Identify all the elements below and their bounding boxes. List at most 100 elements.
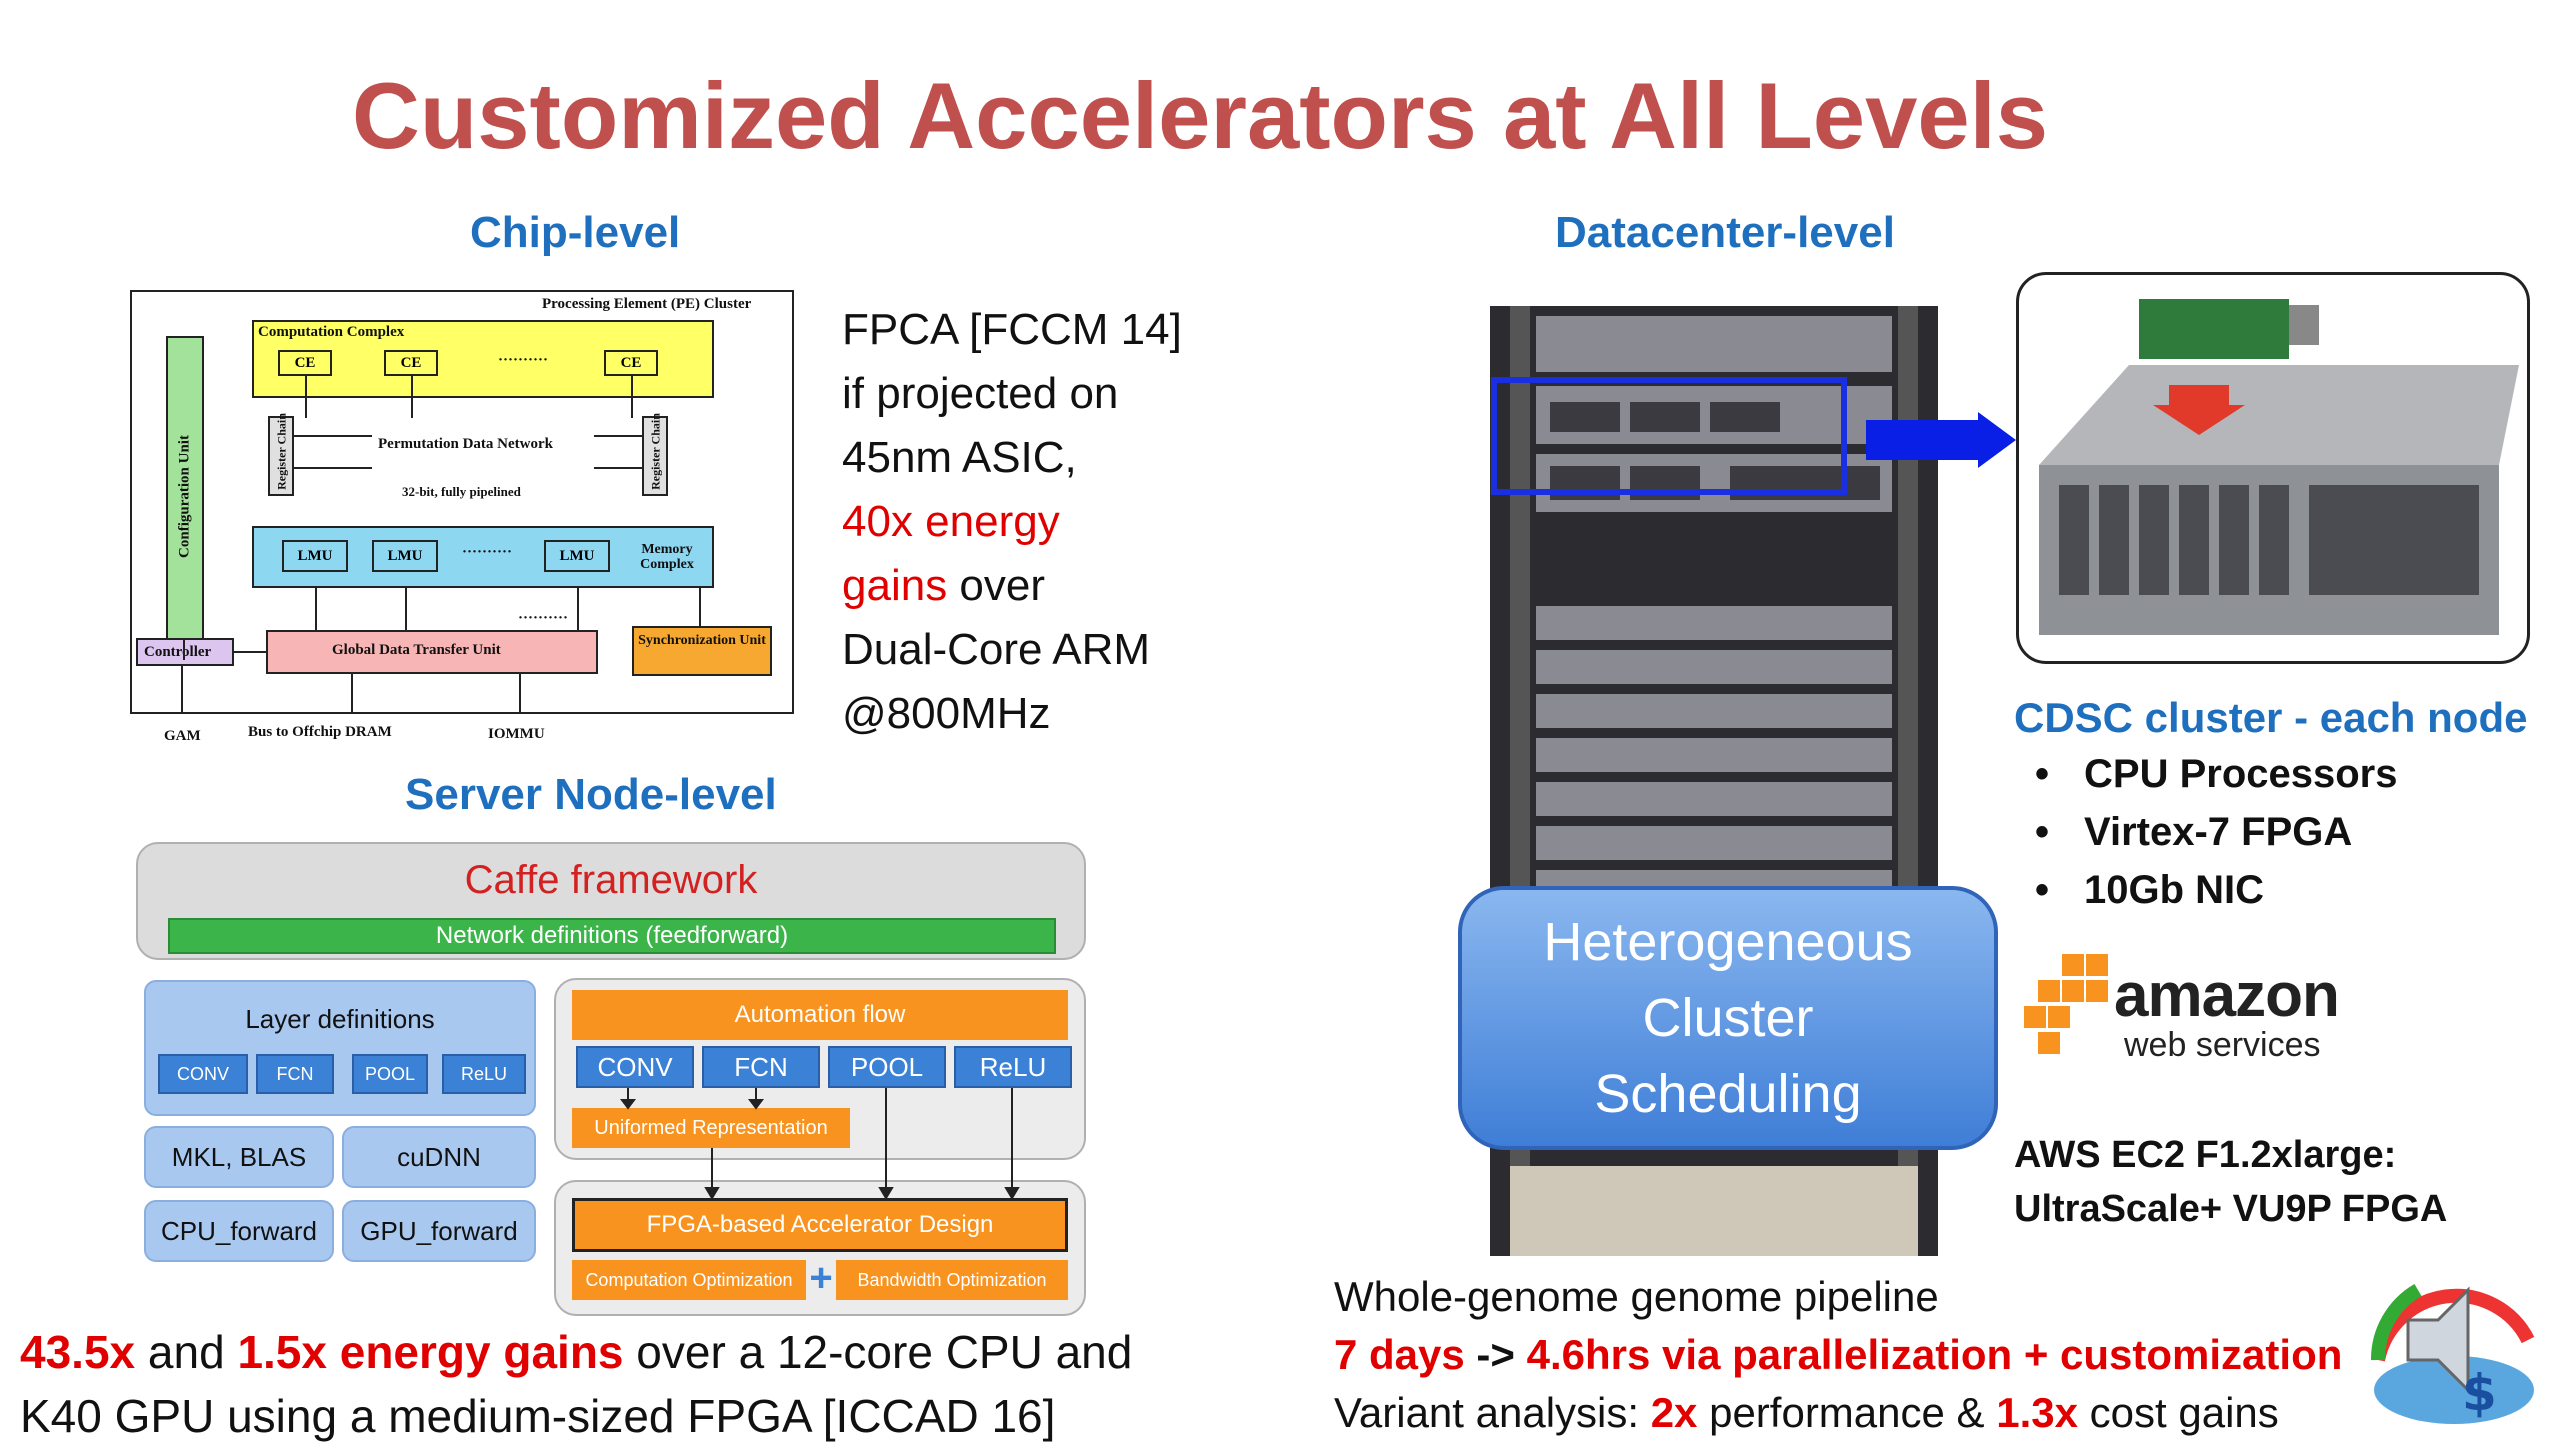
uniformed-representation-bar: Uniformed Representation (572, 1108, 850, 1148)
register-chain-left (268, 416, 294, 496)
layer-fcn: FCN (702, 1046, 820, 1088)
result-text: over a 12-core CPU and (623, 1326, 1133, 1378)
genome-arrow: -> (1464, 1331, 1527, 1378)
server-result-text: 43.5x and 1.5x energy gains over a 12-co… (20, 1320, 1132, 1448)
computation-complex-label: Computation Complex (258, 324, 405, 340)
automation-flow-bar: Automation flow (572, 990, 1068, 1040)
cpu-forward-box: CPU_forward (144, 1200, 334, 1262)
layer-pool-small: POOL (352, 1054, 428, 1094)
amazon-wordmark: amazon (2114, 961, 2340, 1030)
variant-text: cost gains (2077, 1389, 2279, 1436)
bubble-line: Scheduling (1594, 1064, 1862, 1124)
memory-complex (252, 526, 714, 588)
bandwidth-optimization-bar: Bandwidth Optimization (836, 1260, 1068, 1300)
bubble-line: Heterogeneous (1543, 912, 1913, 972)
heterogeneous-cluster-bubble: Heterogeneous Cluster Scheduling (1458, 886, 1998, 1150)
bubble-line: Cluster (1642, 988, 1814, 1048)
lmu-box: LMU (282, 540, 348, 572)
aws-instance-line: UltraScale+ VU9P FPGA (2014, 1188, 2448, 1230)
genome-result-text: Whole-genome genome pipeline 7 days -> 4… (1334, 1268, 2342, 1442)
ce-dots: ·········· (498, 352, 549, 368)
layer-definitions-label: Layer definitions (245, 1004, 435, 1034)
variant-cost: 1.3x (1996, 1389, 2078, 1436)
iommu-label: IOMMU (488, 726, 545, 742)
chip-text-line: 45nm ASIC, (842, 433, 1077, 482)
cdsc-cluster-label: CDSC cluster - each node (2014, 694, 2528, 741)
lmu-box: LMU (372, 540, 438, 572)
fpga-accelerator-bar: FPGA-based Accelerator Design (572, 1198, 1068, 1252)
memory-complex-label: Memory Complex (640, 542, 694, 572)
register-chain-right (642, 416, 668, 496)
lmu-dots: ·········· (462, 544, 513, 560)
cdsc-cluster-heading: CDSC cluster - each node (2014, 694, 2527, 742)
chip-diagram: Processing Element (PE) Cluster Configur… (130, 290, 794, 744)
layer-relu-small: ReLU (442, 1054, 526, 1094)
plus-icon: + (809, 1256, 833, 1300)
node-spec-item: Virtex-7 FPGA (2084, 810, 2353, 854)
pipelined-label: 32-bit, fully pipelined (402, 484, 521, 499)
energy-gain-value: 1.5x energy gains (237, 1326, 624, 1378)
chip-description: FPCA [FCCM 14] if projected on 45nm ASIC… (842, 298, 1182, 746)
webservices-wordmark: web services (2124, 1026, 2321, 1064)
genome-line: Whole-genome genome pipeline (1334, 1273, 1939, 1320)
chip-text-highlight: gains (842, 561, 948, 610)
chip-text-highlight: 40x energy (842, 497, 1060, 546)
chip-text-line: Dual-Core ARM (842, 625, 1151, 674)
variant-text: Variant analysis: (1334, 1389, 1651, 1436)
genome-hours: 4.6hrs via parallelization + customizati… (1526, 1331, 2343, 1378)
network-definitions-bar: Network definitions (feedforward) (168, 918, 1056, 954)
bullet-icon: • (2034, 810, 2049, 854)
variant-perf: 2x (1650, 1389, 1698, 1436)
result-text: and (135, 1326, 238, 1378)
node-spec-item: 10Gb NIC (2084, 868, 2265, 912)
chip-connectors (181, 376, 701, 712)
chip-text-line: FPCA [FCCM 14] (842, 305, 1182, 354)
config-unit (166, 336, 204, 660)
global-transfer-label: Global Data Transfer Unit (332, 642, 501, 658)
cluster-node-photo (2016, 272, 2530, 664)
node-spec-list: •CPU Processors •Virtex-7 FPGA •10Gb NIC (2000, 752, 2398, 926)
ce-box: CE (604, 350, 658, 376)
cudnn-box: cuDNN (342, 1126, 536, 1188)
server-connectors (620, 1088, 1020, 1200)
aws-cubes-icon (2024, 954, 2108, 1054)
chip-text-line: over (947, 561, 1046, 610)
datacenter-level-heading: Datacenter-level (1555, 208, 1895, 257)
bus-label: Bus to Offchip DRAM (248, 724, 392, 740)
server-chassis-illustration (2039, 299, 2519, 635)
amazon-web-services-logo: amazon web services (2024, 950, 2354, 1070)
layer-conv-small: CONV (158, 1054, 248, 1094)
pe-cluster-label: Processing Element (PE) Cluster (542, 296, 752, 312)
aws-instance-line: AWS EC2 F1.2xlarge: (2014, 1134, 2397, 1176)
bullet-icon: • (2034, 752, 2049, 796)
speedup-value: 43.5x (20, 1326, 136, 1378)
chip-text-line: @800MHz (842, 689, 1051, 738)
controller-label: Controller (144, 644, 212, 660)
slide-title: Customized Accelerators at All Levels (351, 63, 2049, 168)
layer-fcn-small: FCN (256, 1054, 334, 1094)
ce-box: CE (278, 350, 332, 376)
server-level-heading: Server Node-level (405, 770, 777, 819)
gpu-forward-box: GPU_forward (342, 1200, 536, 1262)
permutation-label: Permutation Data Network (378, 436, 553, 452)
ce-box: CE (384, 350, 438, 376)
transfer-dots: ·········· (518, 610, 569, 626)
sync-unit-label: Synchronization Unit (638, 633, 766, 648)
caffe-label: Caffe framework (464, 858, 758, 902)
result-text: K40 GPU using a medium-sized FPGA [ICCAD… (20, 1390, 1056, 1442)
chip-level-heading: Chip-level (470, 208, 681, 257)
aws-instance-text: AWS EC2 F1.2xlarge: UltraScale+ VU9P FPG… (2014, 1128, 2447, 1236)
mkl-blas-box: MKL, BLAS (144, 1126, 334, 1188)
speaker-icon[interactable]: $ (2358, 1240, 2548, 1430)
gam-label: GAM (164, 728, 201, 744)
arrow-icon (1866, 412, 2016, 468)
layer-relu: ReLU (954, 1046, 1072, 1088)
server-diagram: Caffe framework Network definitions (fee… (136, 842, 1088, 1322)
layer-conv: CONV (576, 1046, 694, 1088)
global-transfer-box (266, 630, 598, 674)
chip-text-line: if projected on (842, 369, 1119, 418)
genome-days: 7 days (1334, 1331, 1465, 1378)
layer-pool: POOL (828, 1046, 946, 1088)
svg-text:$: $ (2462, 1364, 2497, 1422)
variant-text: performance & (1697, 1389, 1997, 1436)
